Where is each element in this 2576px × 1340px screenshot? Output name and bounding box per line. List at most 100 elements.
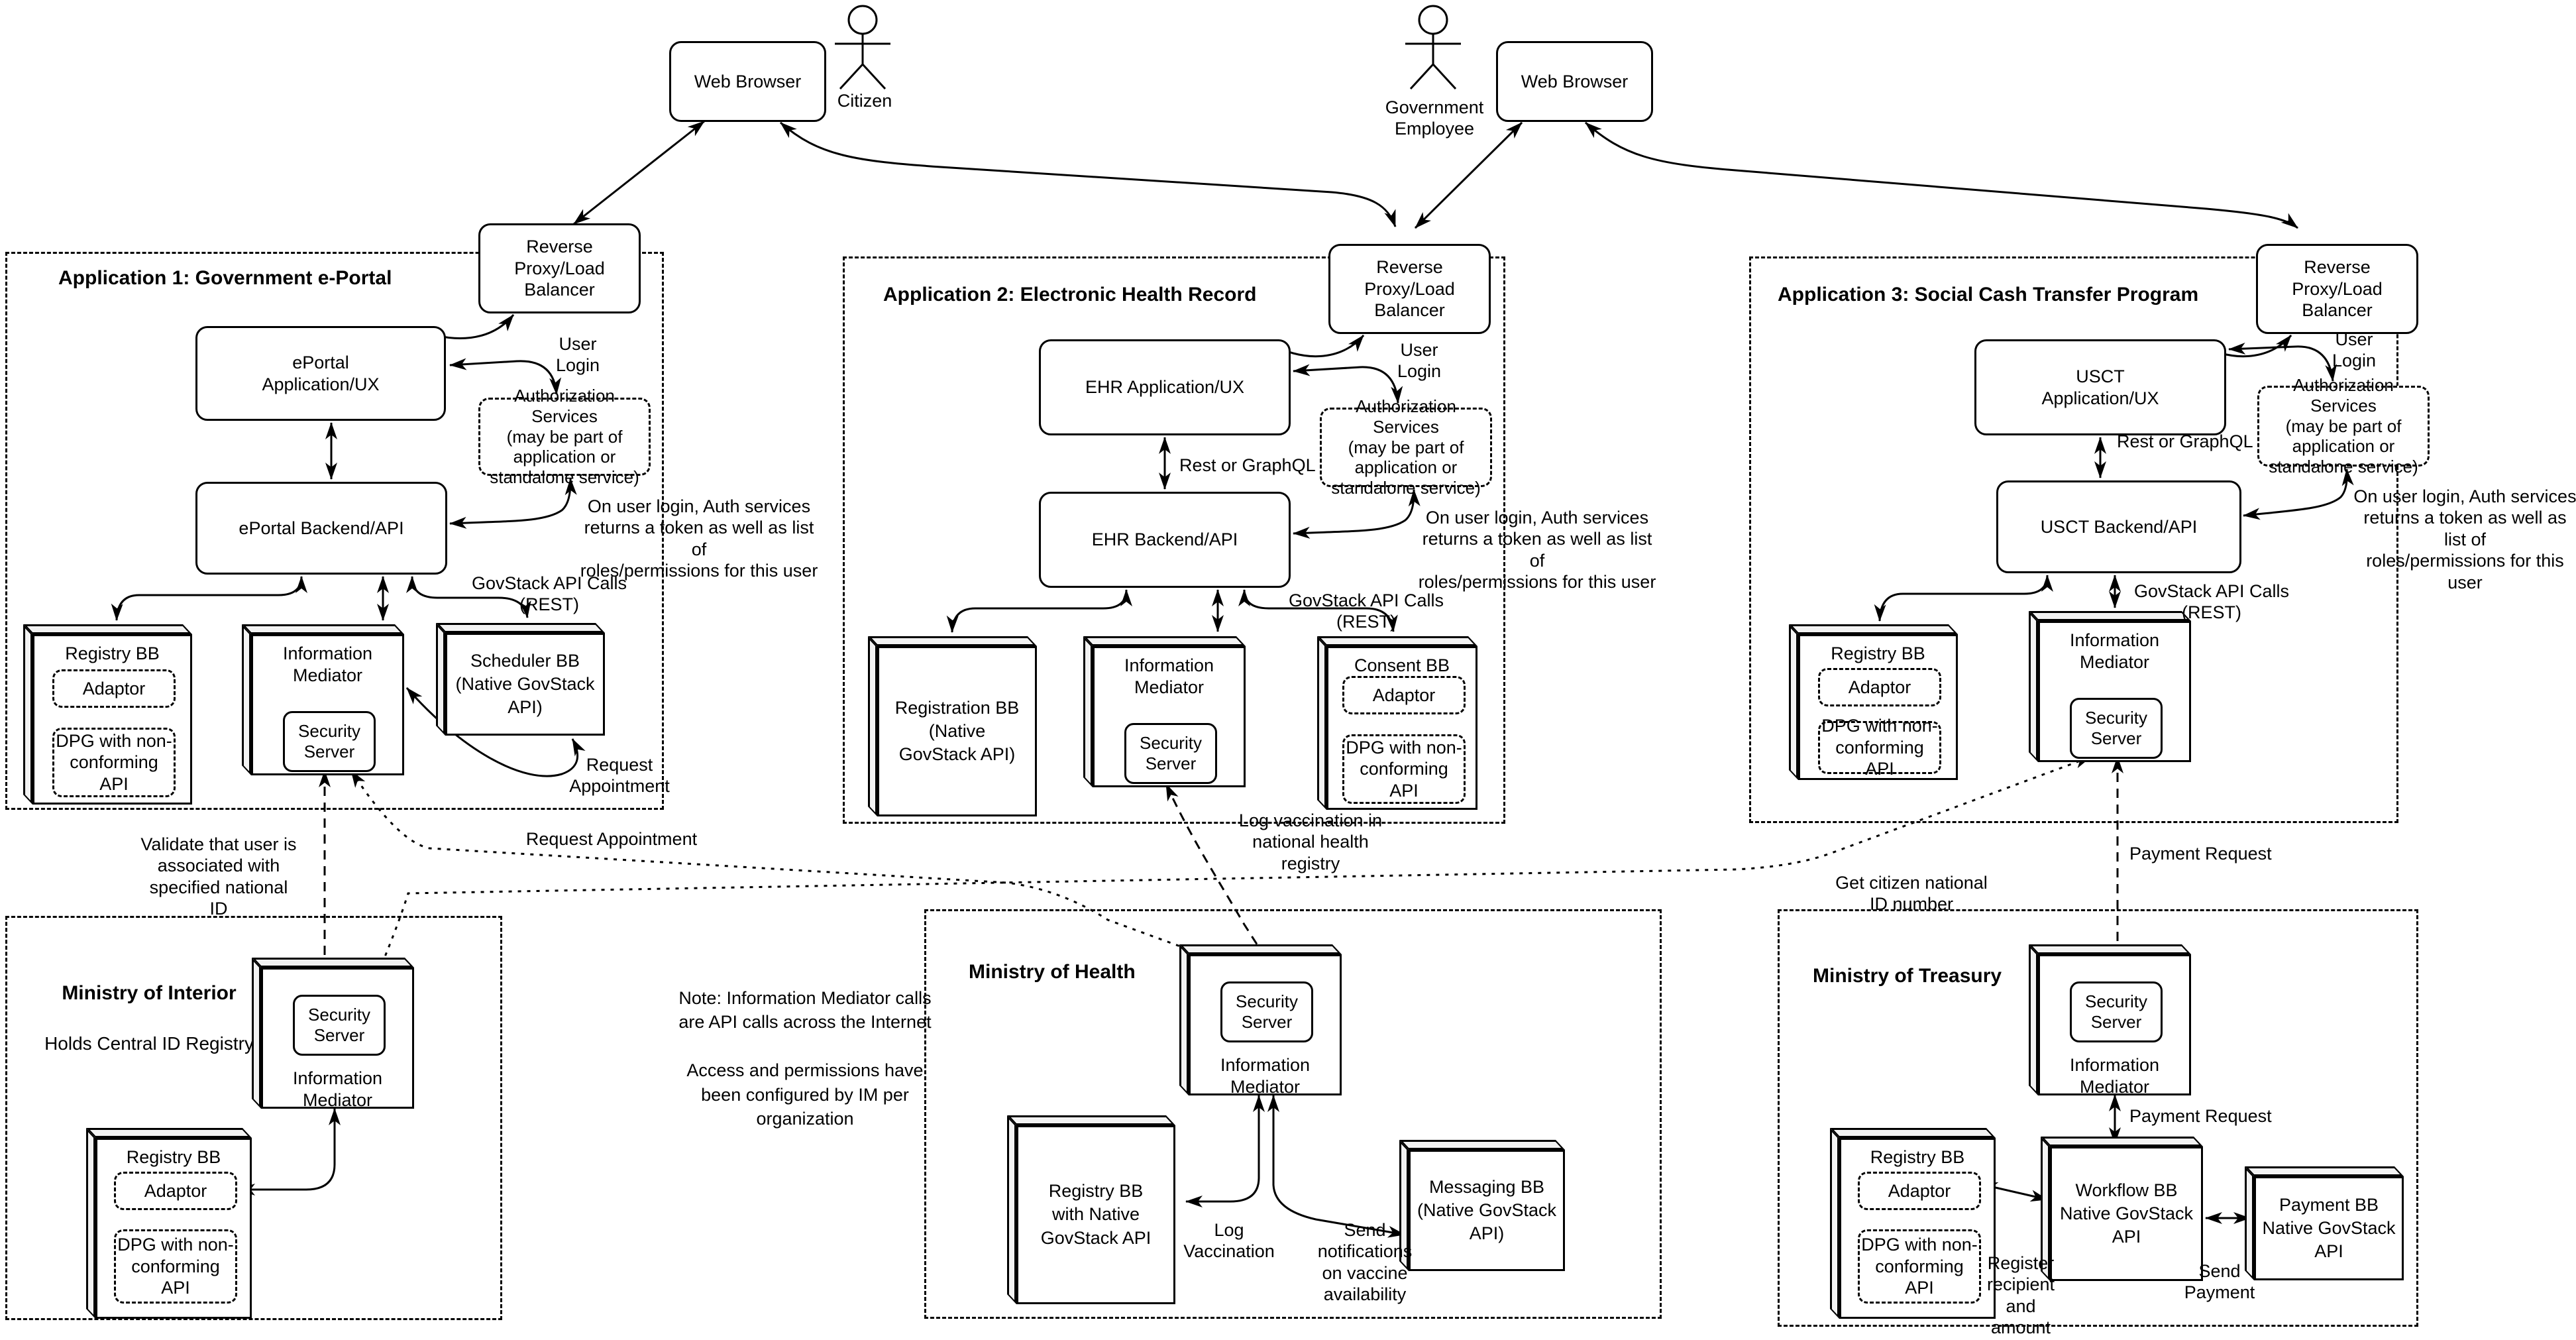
usct-backend-api: USCT Backend/API (1996, 480, 2241, 573)
log-vaccination-registry-label: Log vaccination in national health regis… (1238, 810, 1383, 873)
app1-title: Application 1: Government e-Portal (58, 267, 392, 289)
citizen-label: Citizen (837, 91, 892, 111)
citizen-actor-icon (835, 5, 890, 90)
ministry-interior-subtitle: Holds Central ID Registry (44, 1033, 254, 1054)
auth-note-app2: On user login, Auth services returns a t… (1418, 508, 1656, 592)
ministry-interior-title-main: Ministry of Interior (62, 982, 237, 1005)
consent-bb-app2: Consent BB Adaptor DPG with non- conform… (1317, 636, 1477, 810)
connector-browser1-proxy1 (573, 120, 705, 225)
auth-note-app1: On user login, Auth services returns a t… (580, 496, 818, 581)
govstack-calls-label-app2: GovStack API Calls (REST) (1288, 590, 1444, 632)
ministry-health-title: Ministry of Health (969, 961, 1136, 983)
connector-user-login-app1 (449, 358, 562, 395)
connector-get-citizen-id (370, 755, 2092, 991)
registry-bb-app3: Registry BB Adaptor DPG with non- confor… (1789, 624, 1958, 780)
web-browser-right: Web Browser (1496, 41, 1653, 122)
dpg-moi: DPG with non- conforming API (114, 1229, 237, 1304)
information-mediator-note: Note: Information Mediator calls are API… (678, 988, 932, 1129)
rest-graphql-label-app3: Rest or GraphQL (2117, 431, 2253, 451)
ministry-interior-container (5, 916, 502, 1320)
security-server-moh: Security Server (1220, 981, 1313, 1042)
dpg-app2: DPG with non- conforming API (1342, 734, 1466, 804)
registration-bb-app2-title: Registration BB (Native GovStack API) (894, 697, 1020, 765)
government-employee-actor-icon (1405, 5, 1461, 90)
user-login-label-app3: User Login (2332, 329, 2377, 371)
information-mediator-moi: Security Server Information Mediator (252, 958, 414, 1110)
security-server-app1: Security Server (283, 711, 376, 772)
eportal-application-ux: ePortal Application/UX (195, 326, 446, 421)
security-server-mot: Security Server (2070, 981, 2163, 1042)
information-mediator-moh: Security Server Information Mediator (1179, 944, 1342, 1097)
authorization-services-app3: Authorization Services (may be part of a… (2257, 375, 2430, 476)
registry-bb-moi: Registry BB Adaptor DPG with non- confor… (86, 1128, 252, 1319)
workflow-bb-mot-title: Workflow BB Native GovStack API (2059, 1180, 2194, 1247)
connector-browser2-proxy3 (1585, 121, 2298, 229)
adaptor-mot: Adaptor (1858, 1172, 1981, 1210)
validate-national-id-label: Validate that user is associated with sp… (140, 834, 297, 919)
information-mediator-app3-title: Information Mediator (2069, 630, 2160, 672)
payment-request-label-mot: Payment Request (2129, 1106, 2272, 1126)
information-mediator-app2: Information Mediator Security Server (1083, 636, 1246, 787)
connector-moh-im-registry (1185, 1095, 1265, 1207)
connector-auth1-backend1 (449, 478, 577, 529)
adaptor-moi: Adaptor (114, 1172, 237, 1210)
dpg-app1: DPG with non- conforming API (52, 728, 176, 797)
information-mediator-app1-title: Information Mediator (282, 643, 373, 685)
workflow-bb-mot: Workflow BB Native GovStack API (2041, 1137, 2203, 1281)
govstack-calls-label-app1: GovStack API Calls (REST) (471, 573, 627, 615)
dpg-mot: DPG with non- conforming API (1858, 1229, 1981, 1304)
connector-auth2-backend2 (1293, 489, 1421, 539)
payment-bb-mot: Payment BB Native GovStack API (2245, 1166, 2404, 1280)
registry-bb-app3-title: Registry BB (1831, 643, 1925, 663)
ministry-treasury-container (1778, 909, 2418, 1327)
app3-title: Application 3: Social Cash Transfer Prog… (1778, 284, 2199, 306)
authorization-services-app1: Authorization Services (may be part of a… (478, 386, 651, 487)
registry-bb-mot: Registry BB Adaptor DPG with non- confor… (1830, 1128, 1996, 1319)
connector-backend3-registry3 (1874, 575, 2053, 622)
user-login-label-app2: User Login (1397, 340, 1442, 382)
get-citizen-id-label: Get citizen national ID number (1835, 873, 1988, 915)
security-server-moi: Security Server (293, 995, 386, 1056)
dpg-app3: DPG with non- conforming API (1818, 716, 1941, 779)
send-notifications-label-moh: Send notifications on vaccine availabili… (1317, 1220, 1413, 1305)
adaptor-app1: Adaptor (52, 669, 176, 708)
payment-bb-mot-title: Payment BB Native GovStack API (2262, 1194, 2396, 1262)
request-appointment-label-app1: Request Appointment (569, 755, 670, 797)
connector-backend2-registration2 (946, 589, 1132, 633)
registration-bb-app2: Registration BB (Native GovStack API) (868, 636, 1037, 816)
app2-title: Application 2: Electronic Health Record (883, 284, 1257, 306)
connector-request-appointment (350, 770, 1257, 976)
eportal-backend-api: ePortal Backend/API (195, 482, 447, 575)
scheduler-bb-app1-title: Scheduler BB (Native GovStack API) (455, 650, 595, 718)
government-employee-label: Government Employee (1385, 97, 1484, 139)
adaptor-app3: Adaptor (1818, 668, 1941, 706)
register-recipient-label: Register recipient and amount (1986, 1253, 2055, 1338)
connector-auth3-backend3 (2243, 469, 2354, 520)
govstack-calls-label-app3: GovStack API Calls (REST) (2133, 581, 2290, 623)
information-mediator-mot: Security Server Information Mediator (2029, 944, 2191, 1097)
reverse-proxy-app3: Reverse Proxy/Load Balancer (2256, 244, 2418, 334)
registry-bb-moh: Registry BB with Native GovStack API (1007, 1115, 1175, 1304)
connector-moh-im-messaging (1267, 1095, 1405, 1238)
scheduler-bb-app1: Scheduler BB (Native GovStack API) (436, 623, 605, 736)
information-mediator-app2-title: Information Mediator (1124, 655, 1214, 697)
connector-user-login-app3 (2228, 343, 2337, 382)
ehr-application-ux: EHR Application/UX (1039, 339, 1291, 435)
connector-browser1-proxy2 (780, 121, 1397, 227)
send-payment-label: Send Payment (2184, 1261, 2255, 1303)
auth-note-app3: On user login, Auth services returns a t… (2353, 486, 2576, 592)
registry-bb-app1-title: Registry BB (65, 643, 160, 663)
connector-user-login-app2 (1293, 364, 1403, 404)
connector-moi-im-adaptor (238, 1108, 341, 1196)
information-mediator-app3: Information Mediator Security Server (2029, 611, 2191, 762)
ehr-backend-api: EHR Backend/API (1039, 492, 1291, 588)
app1-container (5, 252, 664, 810)
reverse-proxy-app1: Reverse Proxy/Load Balancer (478, 223, 641, 313)
request-appointment-label: Request Appointment (525, 829, 698, 849)
user-login-label-app1: User Login (555, 334, 600, 376)
payment-request-label-upper: Payment Request (2129, 844, 2272, 864)
registry-bb-app1: Registry BB Adaptor DPG with non- confor… (23, 624, 192, 805)
connector-backend1-scheduler1 (406, 576, 531, 618)
connector-backend2-consent2 (1238, 589, 1398, 632)
